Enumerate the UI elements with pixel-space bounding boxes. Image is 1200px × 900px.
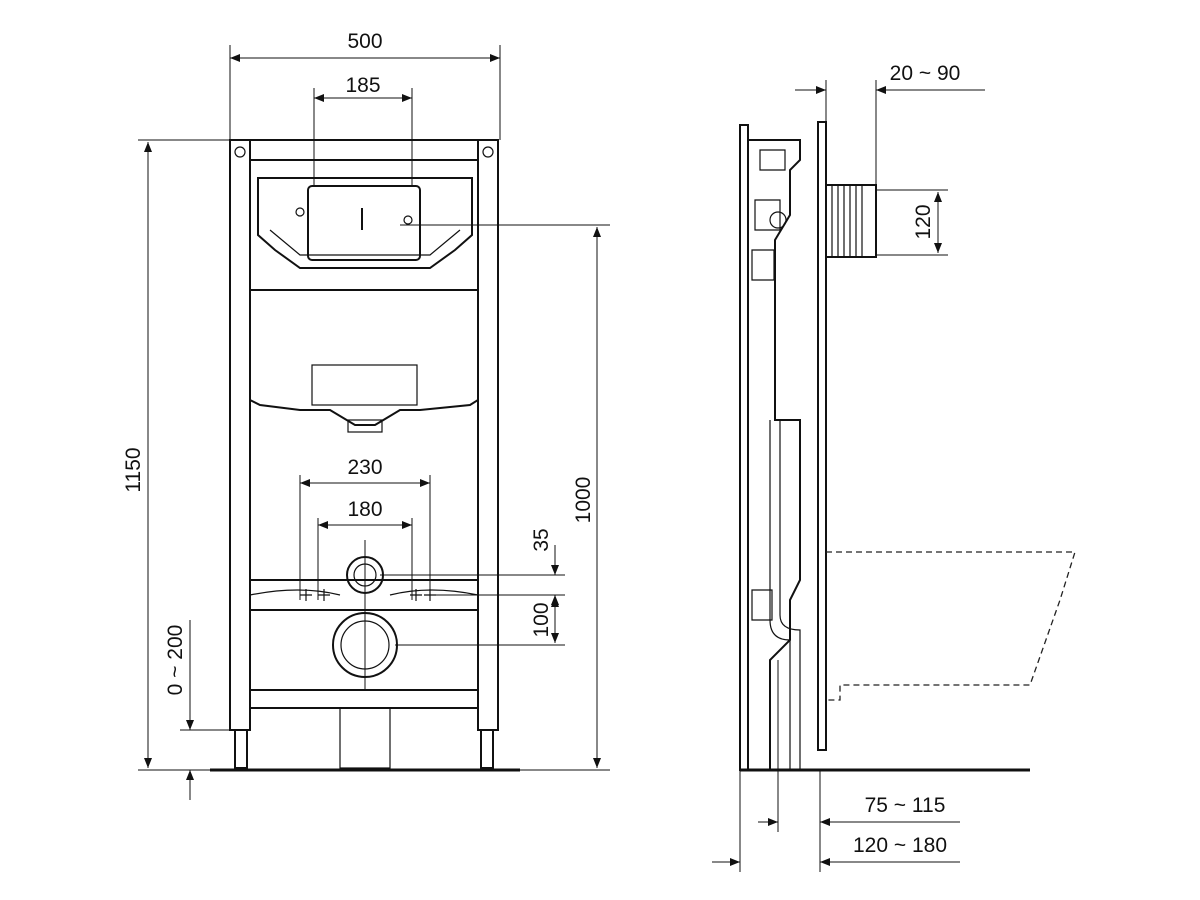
side-dimensions: 20 ~ 90 120 75 ~ 115 120 ~ 180 — [712, 62, 985, 872]
dim-20-90: 20 ~ 90 — [890, 62, 961, 85]
dim-100: 100 — [530, 602, 553, 637]
top-bar — [249, 139, 479, 161]
left-post — [229, 139, 251, 731]
front-panel — [817, 121, 827, 751]
dim-120-180: 120 ~ 180 — [853, 834, 947, 857]
cistern-top — [257, 177, 473, 269]
side-view — [739, 121, 1076, 772]
cistern-body — [249, 289, 479, 426]
dim-1150: 1150 — [122, 447, 145, 492]
flush-plate — [307, 185, 421, 261]
dim-180: 180 — [347, 498, 382, 521]
toilet-outline — [826, 551, 1076, 701]
dim-0-200: 0 ~ 200 — [164, 625, 187, 696]
inlet-connector — [825, 184, 877, 258]
dim-1000: 1000 — [572, 477, 595, 524]
rear-frame — [739, 124, 749, 771]
front-dimensions: 500 185 1150 230 180 35 100 1000 0 ~ 200 — [122, 30, 610, 800]
right-post — [477, 139, 499, 731]
dim-500: 500 — [347, 30, 382, 53]
dim-75-115: 75 ~ 115 — [865, 794, 946, 817]
dim-230: 230 — [347, 456, 382, 479]
dim-35: 35 — [530, 528, 553, 551]
dim-120: 120 — [912, 204, 935, 239]
front-view — [210, 139, 610, 772]
dim-185: 185 — [345, 74, 380, 97]
